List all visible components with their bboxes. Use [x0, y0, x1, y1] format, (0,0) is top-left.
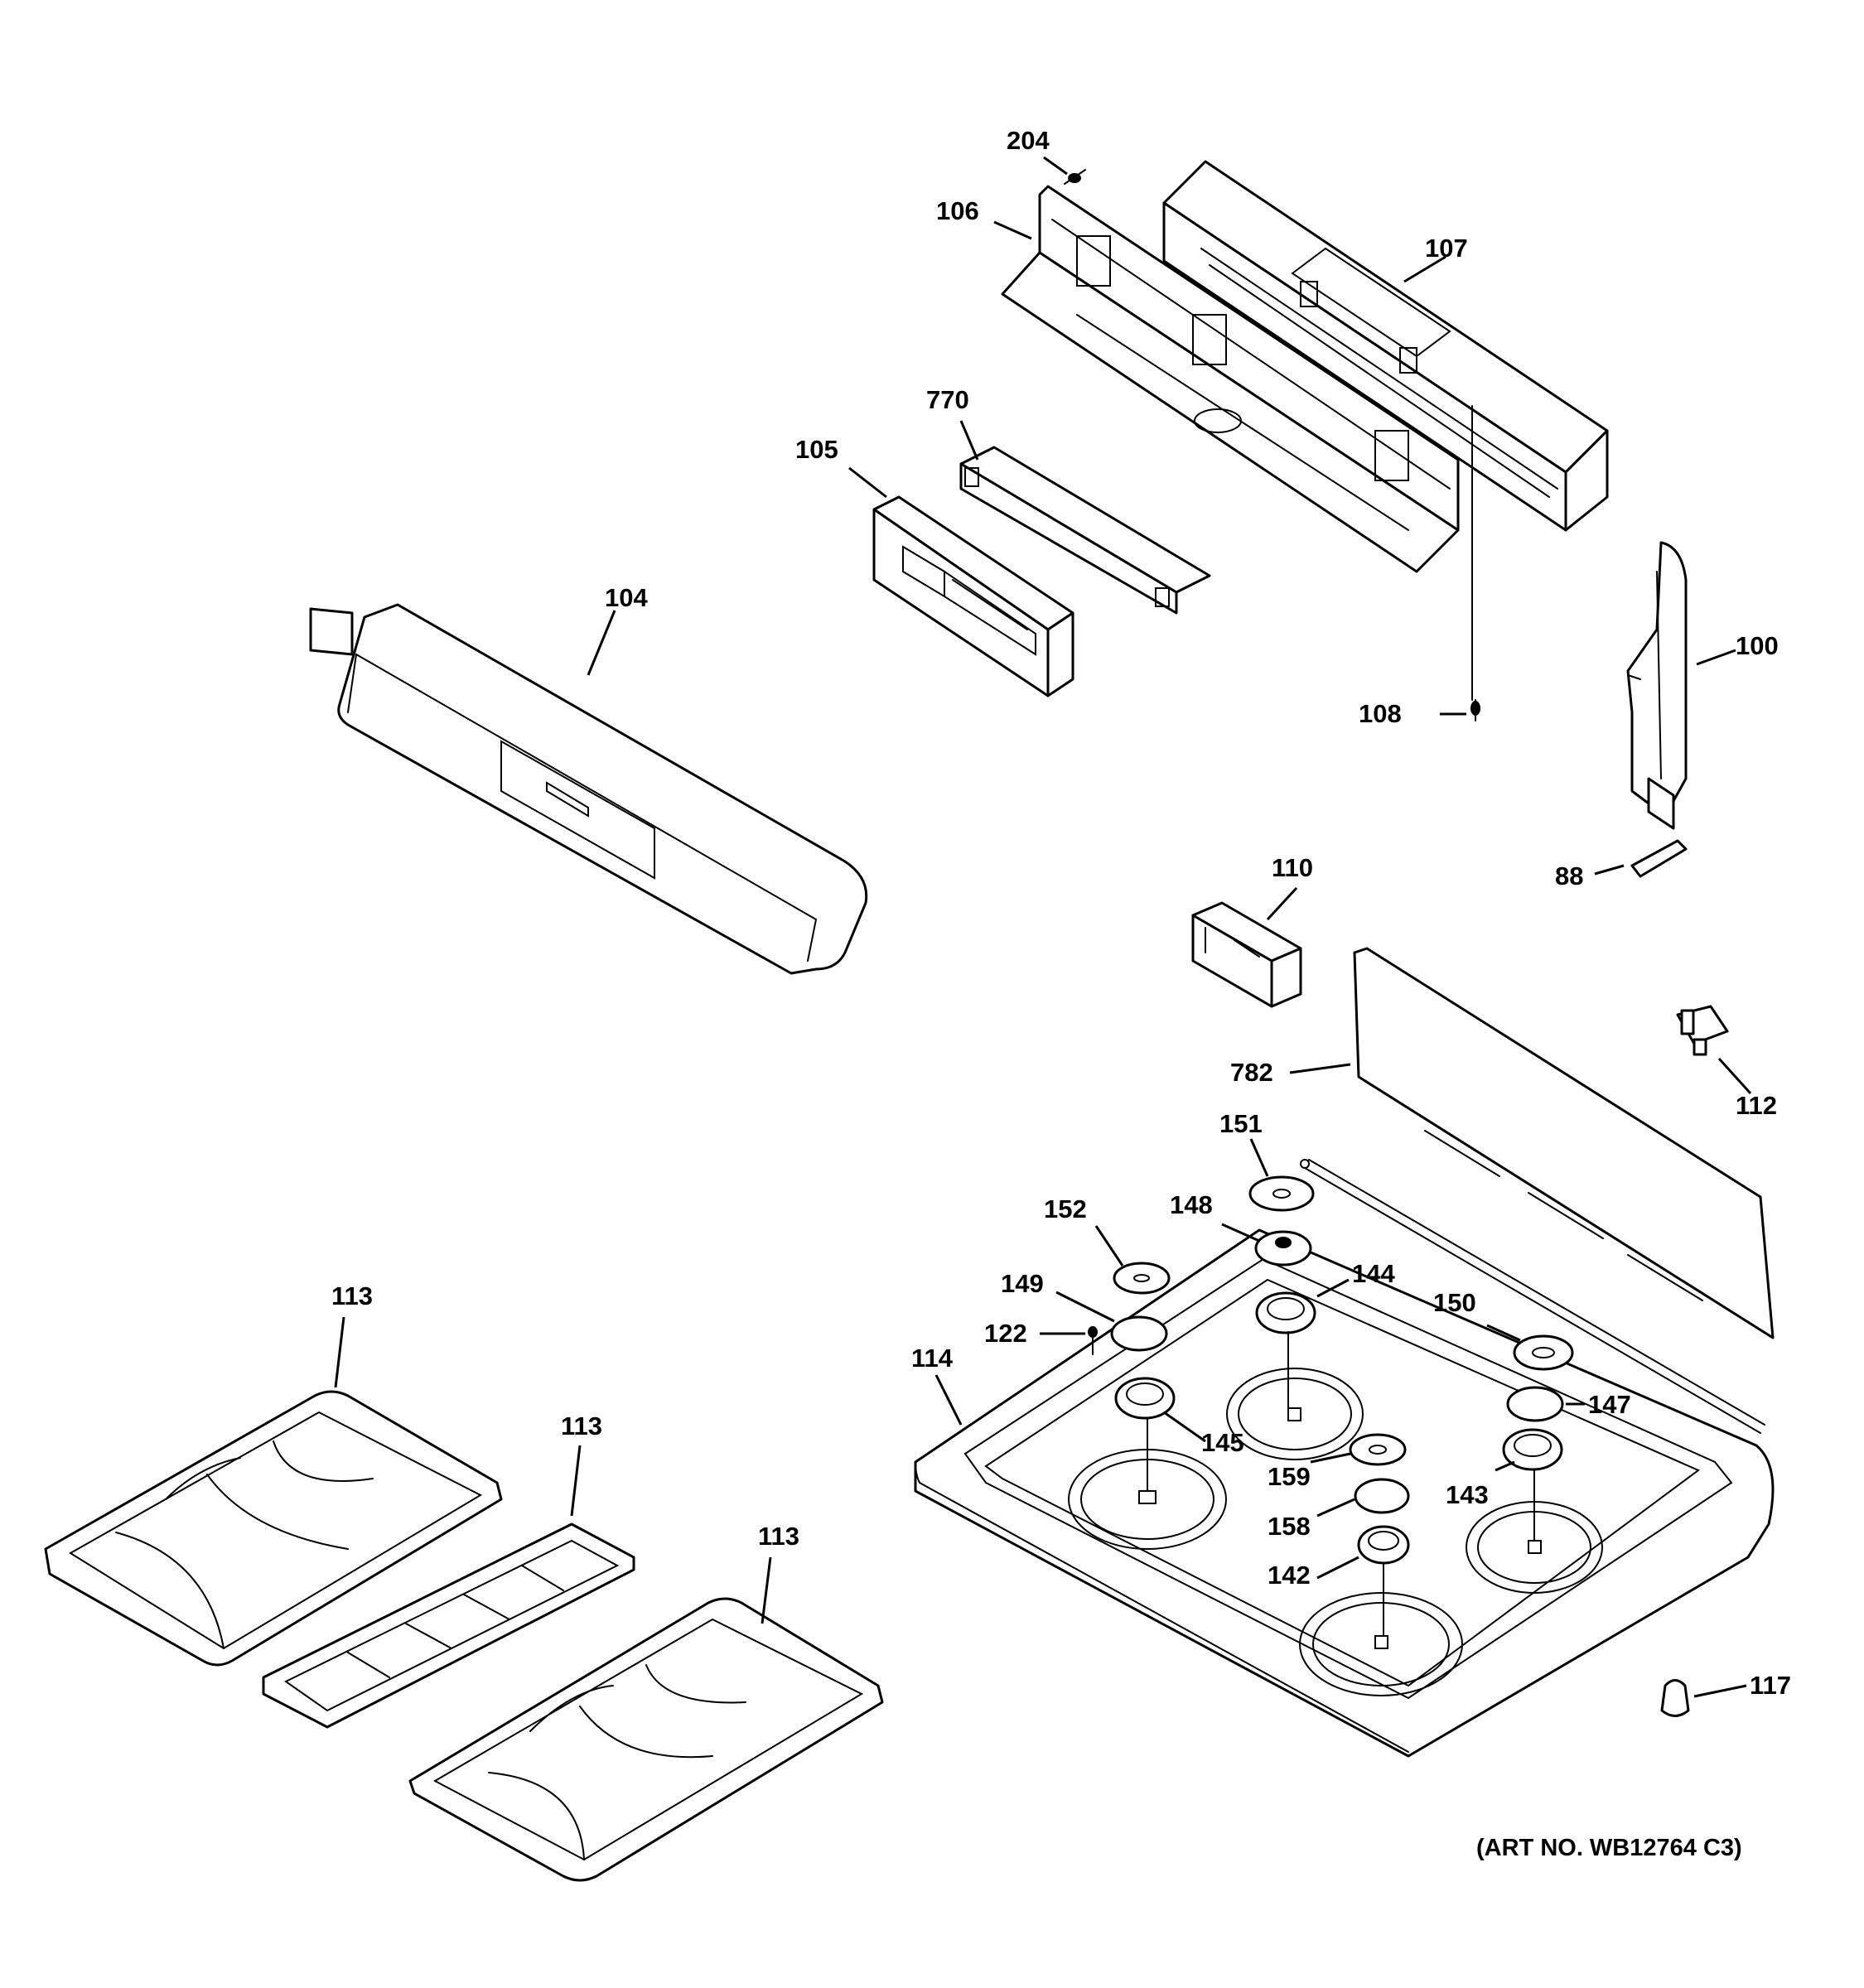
- label-147: 147: [1588, 1390, 1631, 1419]
- label-108: 108: [1359, 699, 1402, 728]
- label-114: 114: [911, 1344, 954, 1373]
- label-110: 110: [1272, 853, 1313, 882]
- art-number: (ART NO. WB12764 C3): [1476, 1835, 1742, 1861]
- part-88-clip: [1630, 839, 1688, 878]
- part-106-panel-support: [1001, 185, 1460, 573]
- part-110-spark-module: [1191, 901, 1302, 1008]
- label-113-left: 113: [331, 1281, 373, 1310]
- label-158: 158: [1268, 1512, 1311, 1541]
- part-108-screw: [1470, 405, 1480, 721]
- label-104: 104: [605, 583, 648, 612]
- leader-lines: [334, 156, 1752, 1698]
- burner-parts: [1088, 1175, 1690, 1717]
- part-770-bracket: [959, 446, 1211, 615]
- label-144: 144: [1352, 1259, 1395, 1288]
- part-107-bracket: [1162, 160, 1609, 532]
- label-106: 106: [936, 196, 979, 225]
- part-204-screw: [1064, 169, 1086, 185]
- part-113-grate-left: [44, 1390, 503, 1667]
- label-151: 151: [1219, 1109, 1263, 1138]
- part-113-grate-center: [262, 1522, 635, 1729]
- part-782-rear-panel: [1353, 947, 1775, 1339]
- label-88: 88: [1555, 861, 1583, 890]
- label-100: 100: [1736, 631, 1779, 660]
- label-204: 204: [1007, 126, 1050, 155]
- callout-labels: 204 106 107 770 105 104 100 108 88 110 7…: [331, 126, 1791, 1700]
- label-143: 143: [1446, 1480, 1489, 1509]
- part-100-side-trim: [1626, 541, 1688, 830]
- label-782: 782: [1230, 1058, 1273, 1087]
- label-148: 148: [1170, 1190, 1213, 1219]
- label-113-right: 113: [758, 1522, 799, 1551]
- part-113-grate-right: [408, 1597, 884, 1882]
- label-142: 142: [1268, 1561, 1311, 1590]
- label-770: 770: [926, 385, 969, 414]
- part-105-control-board: [872, 495, 1074, 697]
- label-122: 122: [984, 1319, 1027, 1348]
- part-112-valve-bracket: [1676, 1005, 1729, 1056]
- label-159: 159: [1268, 1462, 1311, 1491]
- label-105: 105: [795, 435, 838, 464]
- label-149: 149: [1001, 1269, 1044, 1298]
- label-117: 117: [1750, 1671, 1791, 1700]
- part-104-control-panel: [309, 603, 868, 975]
- label-107: 107: [1425, 234, 1468, 263]
- label-112: 112: [1736, 1091, 1777, 1120]
- label-145: 145: [1201, 1428, 1244, 1457]
- label-152: 152: [1044, 1194, 1087, 1223]
- label-150: 150: [1433, 1288, 1476, 1317]
- label-113-center: 113: [561, 1411, 602, 1440]
